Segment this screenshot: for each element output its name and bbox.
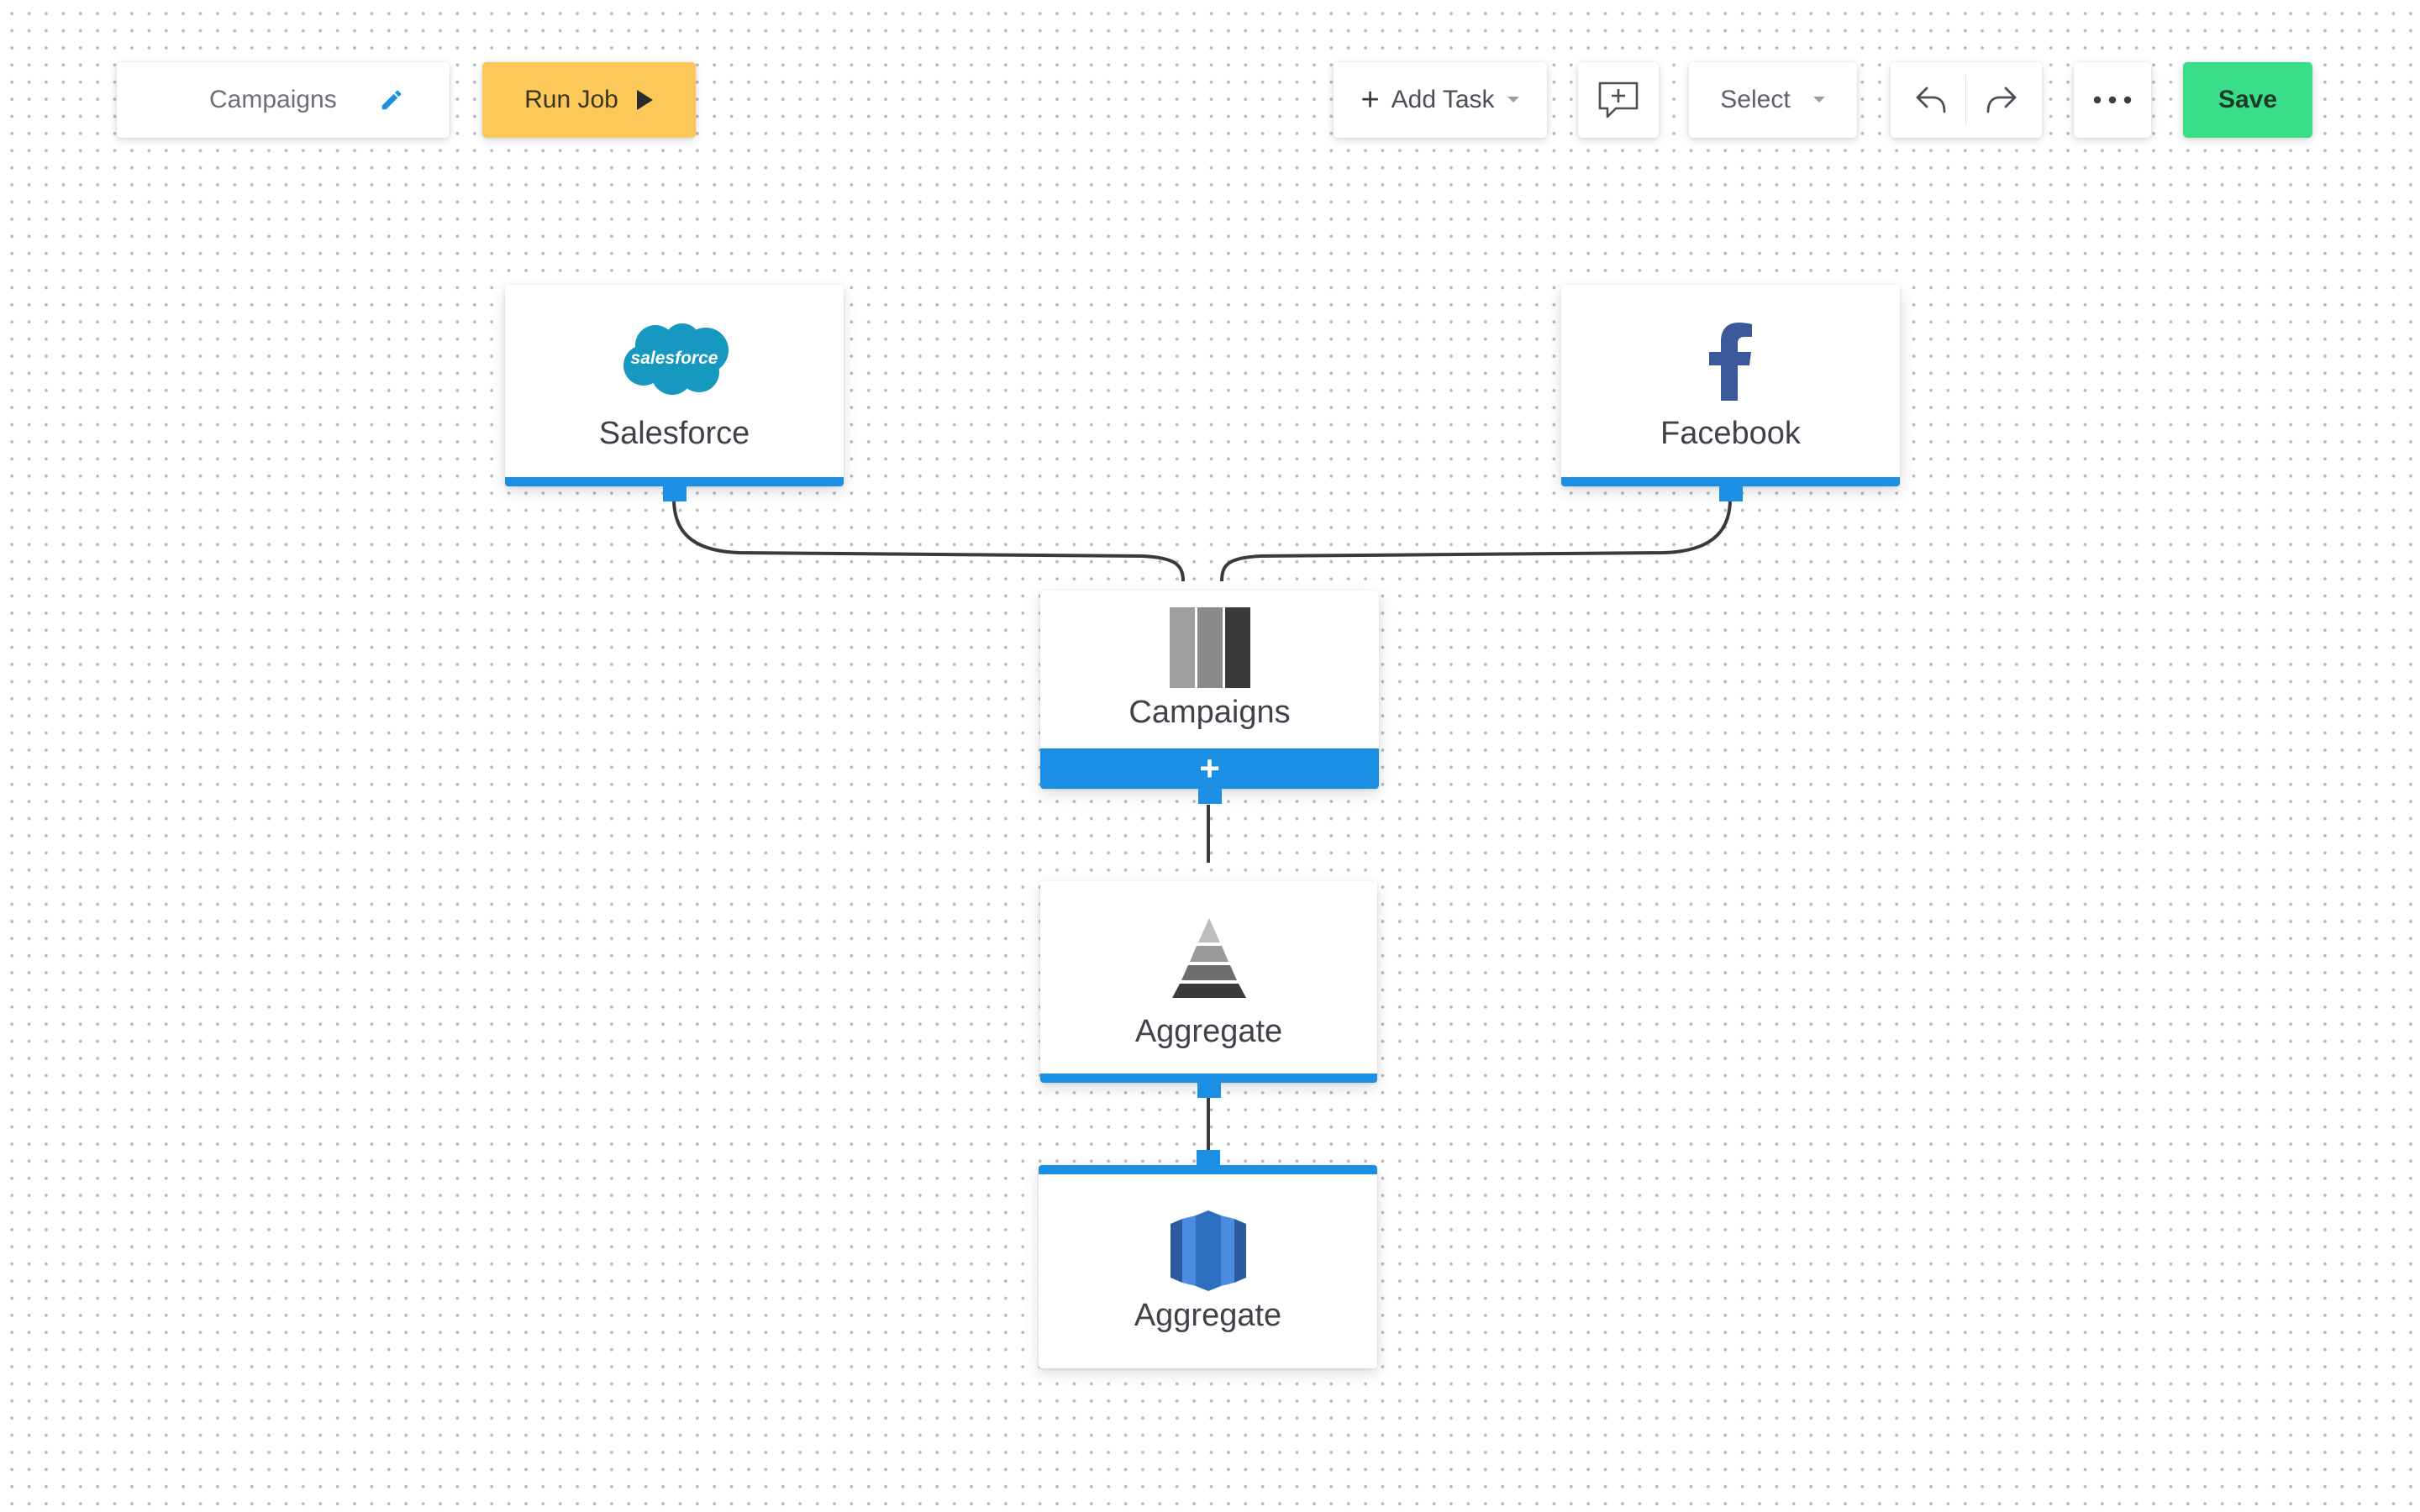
node-label: Facebook xyxy=(1660,416,1801,451)
add-step-button[interactable]: + xyxy=(1040,748,1379,789)
redo-icon[interactable] xyxy=(1972,71,2031,129)
add-task-label: Add Task xyxy=(1391,86,1495,113)
undo-icon[interactable] xyxy=(1902,71,1960,129)
output-port[interactable] xyxy=(1718,485,1743,501)
more-dots-icon xyxy=(2093,96,2132,104)
select-label: Select xyxy=(1720,86,1791,113)
chevron-down-icon xyxy=(1507,96,1520,104)
node-status-bar xyxy=(1561,477,1900,486)
node-salesforce[interactable]: salesforce Salesforce xyxy=(505,285,844,501)
run-job-label: Run Job xyxy=(524,86,618,113)
workflow-name: Campaigns xyxy=(209,86,337,113)
divider xyxy=(1965,75,1967,125)
node-aggregate[interactable]: Aggregate xyxy=(1040,881,1377,1098)
plus-icon: + xyxy=(1360,82,1380,118)
pyramid-icon xyxy=(1168,916,1250,999)
input-port[interactable] xyxy=(1196,1150,1220,1167)
table-columns-icon xyxy=(1169,607,1250,688)
node-label: Aggregate xyxy=(1134,1298,1282,1333)
select-dropdown[interactable]: Select xyxy=(1689,62,1857,138)
add-task-dropdown[interactable]: + Add Task xyxy=(1334,62,1547,138)
redshift-database-icon xyxy=(1170,1210,1246,1291)
node-label: Salesforce xyxy=(598,416,750,451)
salesforce-logo-text: salesforce xyxy=(630,349,718,368)
save-button[interactable]: Save xyxy=(2183,62,2312,138)
node-status-bar xyxy=(1040,1074,1377,1083)
more-options-button[interactable] xyxy=(2074,62,2151,138)
salesforce-cloud-icon: salesforce xyxy=(618,320,731,397)
output-port[interactable] xyxy=(1197,1081,1221,1098)
node-label: Campaigns xyxy=(1128,695,1291,730)
node-status-bar xyxy=(505,477,844,486)
chevron-down-icon xyxy=(1812,96,1826,104)
workflow-name-field[interactable]: Campaigns xyxy=(117,62,450,138)
node-status-bar xyxy=(1039,1165,1377,1174)
node-campaigns[interactable]: Campaigns + xyxy=(1040,591,1379,804)
undo-redo-group xyxy=(1891,62,2042,138)
node-facebook[interactable]: Facebook xyxy=(1561,285,1900,501)
comment-add-icon xyxy=(1597,81,1639,119)
facebook-f-icon xyxy=(1707,322,1754,401)
connector-facebook-campaigns xyxy=(1220,498,1732,582)
connector-salesforce-campaigns xyxy=(672,498,1185,582)
pencil-icon[interactable] xyxy=(379,87,404,113)
output-port[interactable] xyxy=(662,485,687,501)
node-label: Aggregate xyxy=(1134,1014,1283,1049)
node-aggregate-redshift[interactable]: Aggregate xyxy=(1039,1150,1377,1368)
run-job-button[interactable]: Run Job xyxy=(482,62,696,138)
add-comment-button[interactable] xyxy=(1578,62,1659,138)
play-icon xyxy=(635,89,654,111)
output-port[interactable] xyxy=(1197,787,1222,804)
